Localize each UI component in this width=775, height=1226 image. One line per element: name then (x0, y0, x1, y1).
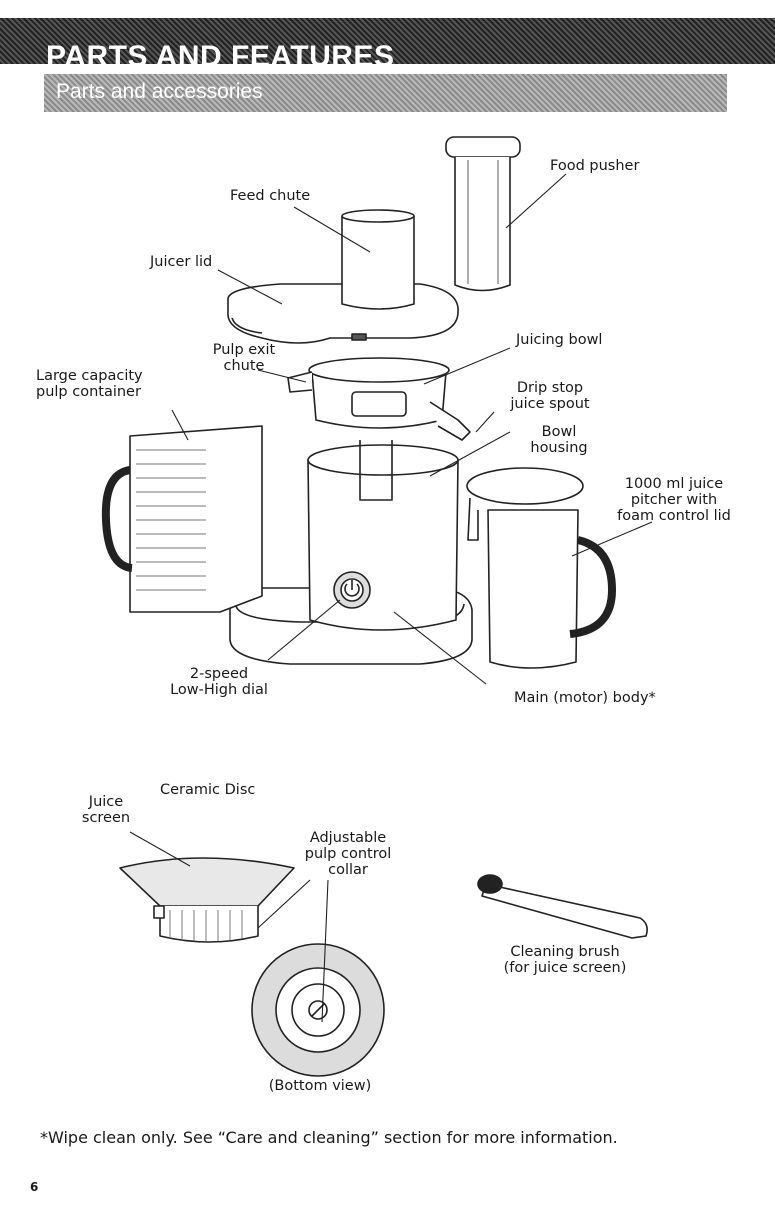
bottom-view-illustration (251, 943, 385, 1077)
label-pitcher-line3: foam control lid (617, 508, 731, 524)
label-juice-screen-line1: Juice (88, 794, 124, 810)
label-cleaning-brush: Cleaning brush (for juice screen) (490, 944, 640, 976)
label-large-capacity-line1: Large capacity (36, 368, 143, 384)
label-pulp-collar-line1: Adjustable (309, 830, 387, 846)
section-banner: Parts and accessories (44, 74, 727, 112)
label-pulp-collar: Adjustable pulp control collar (296, 830, 400, 878)
label-speed-dial-line1: 2-speed (189, 666, 249, 682)
food-pusher-illustration (445, 136, 521, 292)
pulp-container-illustration (101, 425, 263, 613)
leader-lines (129, 173, 653, 1023)
label-speed-dial: 2-speed Low-High dial (154, 666, 284, 698)
page-title: PARTS AND FEATURES (46, 40, 395, 73)
label-drip-stop-line2: juice spout (510, 396, 590, 412)
label-juice-screen: Juice screen (76, 794, 136, 826)
label-bowl-housing-line1: Bowl (541, 424, 577, 440)
label-bottom-view: (Bottom view) (268, 1078, 372, 1094)
label-pulp-exit-chute: Pulp exit chute (196, 342, 292, 374)
label-bowl-housing: Bowl housing (520, 424, 598, 456)
juicer-lid-illustration (227, 209, 459, 344)
label-pulp-exit-chute-line1: Pulp exit (212, 342, 276, 358)
main-body-illustration (229, 440, 473, 665)
pitcher-illustration (466, 467, 616, 669)
label-pitcher-line1: 1000 ml juice (624, 476, 724, 492)
label-main-body: Main (motor) body* (514, 690, 656, 706)
label-food-pusher: Food pusher (550, 158, 640, 174)
label-large-capacity: Large capacity pulp container (36, 368, 143, 400)
label-pulp-collar-line3: collar (328, 862, 368, 878)
label-feed-chute: Feed chute (230, 188, 311, 204)
label-juicing-bowl: Juicing bowl (516, 332, 603, 348)
label-drip-stop: Drip stop juice spout (502, 380, 598, 412)
juice-screen-illustration (119, 857, 295, 943)
label-pulp-collar-line2: pulp control (304, 846, 392, 862)
section-title: Parts and accessories (56, 80, 263, 103)
label-ceramic-disc: Ceramic Disc (160, 782, 256, 798)
label-pitcher: 1000 ml juice pitcher with foam control … (604, 476, 744, 524)
header-banner: PARTS AND FEATURES (0, 18, 775, 73)
cleaning-brush-illustration (477, 874, 648, 939)
label-pitcher-line2: pitcher with (630, 492, 718, 508)
juicing-bowl-illustration (287, 357, 471, 441)
label-pulp-exit-chute-line2: chute (223, 358, 265, 374)
label-large-capacity-line2: pulp container (36, 384, 141, 400)
page-number: 6 (30, 1180, 39, 1194)
label-bowl-housing-line2: housing (530, 440, 588, 456)
label-speed-dial-line2: Low-High dial (170, 682, 268, 698)
footnote: *Wipe clean only. See “Care and cleaning… (40, 1128, 618, 1147)
label-juicer-lid: Juicer lid (150, 254, 213, 270)
label-juice-screen-line2: screen (81, 810, 131, 826)
label-drip-stop-line1: Drip stop (516, 380, 584, 396)
label-cleaning-brush-line2: (for juice screen) (503, 960, 627, 976)
label-cleaning-brush-line1: Cleaning brush (510, 944, 620, 960)
